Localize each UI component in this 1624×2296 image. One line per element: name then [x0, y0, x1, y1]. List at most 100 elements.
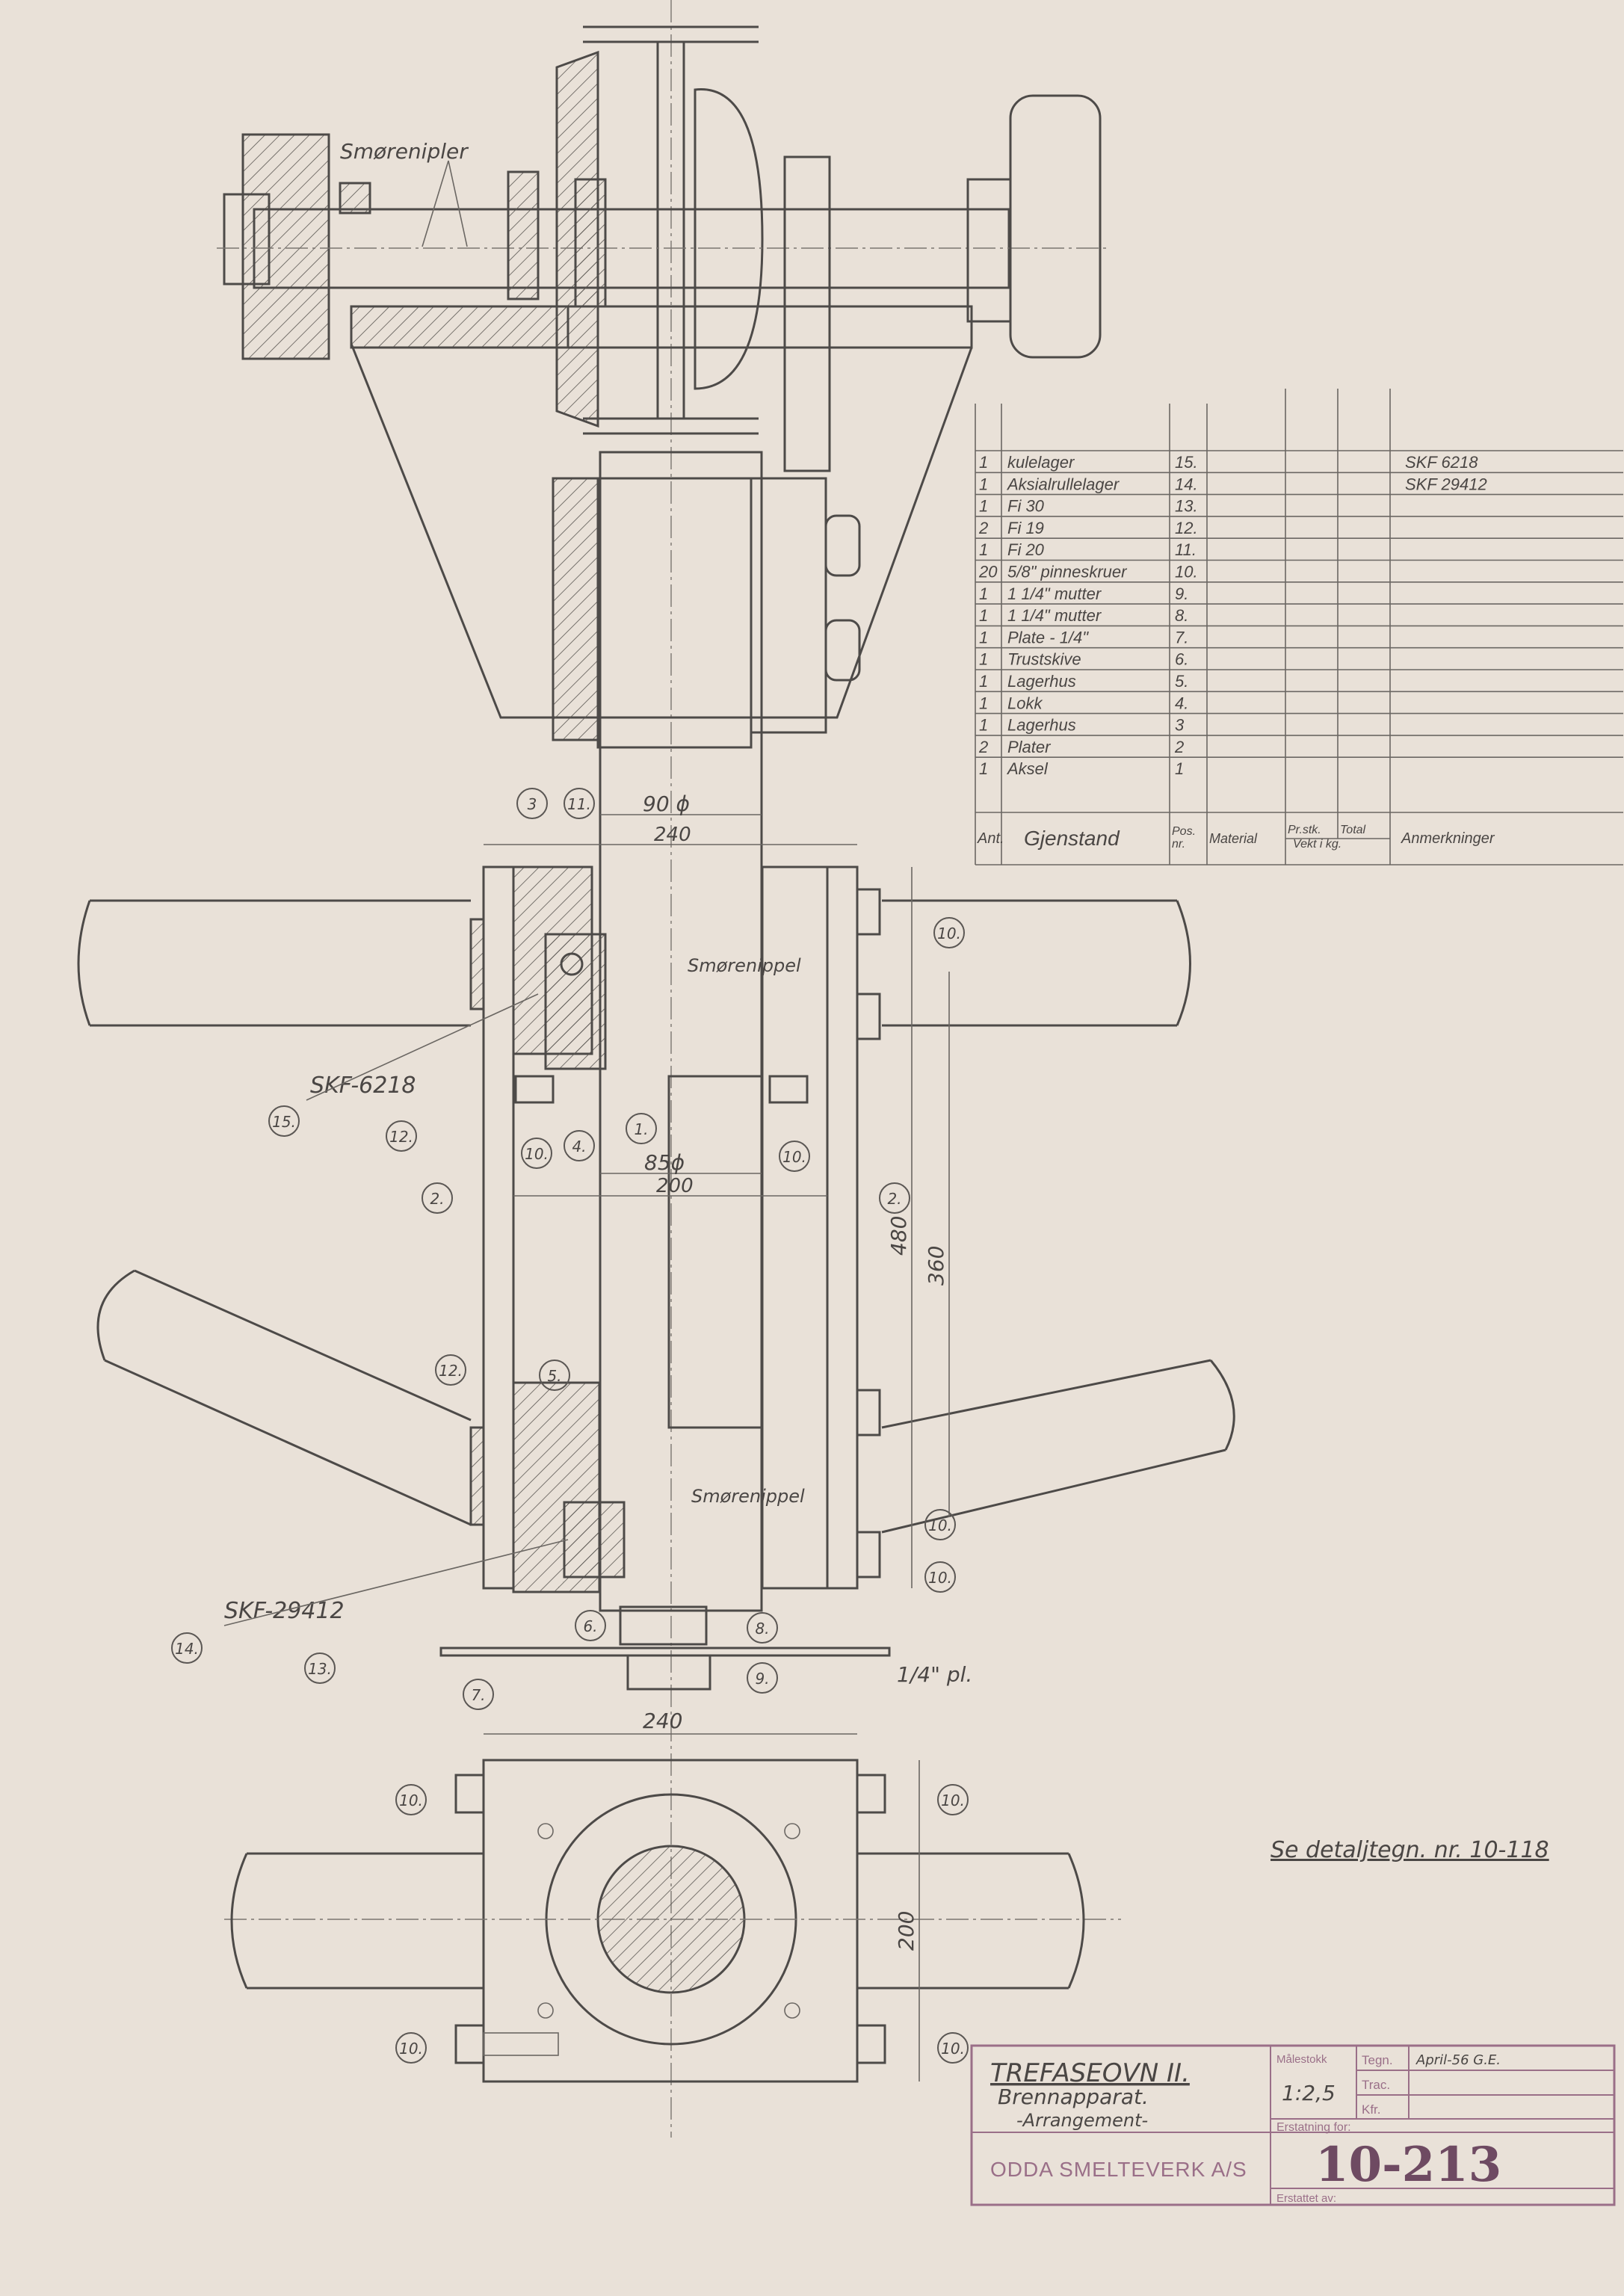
balloon-circle — [564, 788, 595, 819]
balloon-label: 9. — [755, 1670, 769, 1688]
traced-label: Trac. — [1362, 2078, 1390, 2092]
detail-reference: Se detaljtegn. nr. 10-118 — [1271, 1837, 1549, 1863]
parts-item: Fi 30 — [1007, 497, 1045, 516]
balloon-circle — [395, 2032, 427, 2064]
parts-qty: 1 — [979, 606, 988, 625]
parts-item: Fi 19 — [1007, 519, 1044, 537]
balloon-circle — [539, 1360, 570, 1391]
hanger-cone — [350, 343, 973, 719]
parts-item: Lagerhus — [1007, 672, 1076, 691]
balloon-label: 11. — [567, 795, 591, 813]
parts-item: kulelager — [1007, 453, 1075, 472]
lower-housing-section: 90 ϕ 240 85ϕ 200 480 360 Smørenippel Smø… — [77, 451, 1235, 1691]
pipe-upper-right — [882, 899, 1191, 1027]
header-weight-total: Total — [1340, 824, 1366, 837]
parts-qty: 1 — [979, 628, 988, 646]
balloon-label: 1. — [634, 1120, 648, 1138]
header-pos: Pos. nr. — [1172, 825, 1197, 851]
balloon-label: 10. — [941, 2040, 965, 2058]
parts-pos: 15. — [1175, 453, 1198, 472]
parts-qty: 2 — [978, 519, 988, 537]
balloon-label: 12. — [439, 1362, 463, 1380]
header-weight-unit: Vekt i kg. — [1293, 838, 1342, 851]
parts-pos: 3 — [1175, 716, 1185, 735]
balloon-label: 8. — [755, 1620, 769, 1638]
parts-remarks: SKF 29412 — [1405, 475, 1487, 493]
drawing-number: 10-213 — [1315, 2137, 1501, 2193]
dim-inner-width: 200 — [656, 1175, 694, 1197]
balloon-label: 10. — [928, 1516, 952, 1534]
parts-item: 1 1/4" mutter — [1007, 606, 1102, 625]
dim-plan-width: 240 — [643, 1709, 682, 1733]
parts-pos: 10. — [1175, 563, 1198, 581]
parts-remarks: SKF 6218 — [1405, 453, 1478, 472]
side-plate-right — [826, 865, 859, 1590]
parts-item: Plater — [1007, 738, 1052, 756]
balloon-label: 10. — [941, 1792, 965, 1809]
company-name: ODDA SMELTEVERK A/S — [990, 2158, 1247, 2181]
header-weight-each: Pr.stk. — [1288, 824, 1321, 837]
parts-pos: 14. — [1175, 475, 1198, 493]
balloon-circle — [521, 1138, 552, 1169]
balloon-circle — [924, 1509, 956, 1540]
parts-qty: 2 — [978, 738, 988, 756]
scale-label: Målestokk — [1276, 2053, 1327, 2066]
header-remarks: Anmerkninger — [1401, 830, 1495, 847]
balloon-label: 10. — [937, 925, 961, 942]
parts-item: 1 1/4" mutter — [1007, 584, 1102, 603]
parts-pos: 6. — [1175, 650, 1188, 669]
parts-qty: 1 — [979, 716, 988, 735]
header-material: Material — [1209, 830, 1258, 846]
balloon-circle — [779, 1141, 810, 1172]
scale-value: 1:2,5 — [1282, 2081, 1336, 2105]
side-plate-left — [482, 865, 515, 1590]
parts-qty: 1 — [979, 497, 988, 516]
drawn-label: Tegn. — [1362, 2053, 1393, 2067]
parts-list-header: Ant. Gjenstand Pos. nr. Material Pr.stk.… — [978, 812, 1495, 865]
replaces-label: Erstatning for: — [1276, 2121, 1351, 2134]
parts-item: Aksialrullelager — [1006, 475, 1120, 493]
parts-item: Plate - 1/4" — [1007, 628, 1089, 646]
lubrication-nipple-lower-label: Smørenippel — [691, 1486, 805, 1507]
balloon-label: 10. — [399, 2040, 423, 2058]
balloon-circle — [937, 2032, 969, 2064]
parts-item: Trustskive — [1007, 650, 1081, 669]
balloon-label: 2. — [430, 1190, 444, 1208]
parts-pos: 2 — [1174, 738, 1184, 756]
parts-pos: 7. — [1175, 628, 1188, 646]
parts-pos: 5. — [1175, 672, 1188, 691]
parts-pos: 11. — [1175, 540, 1197, 559]
drawn-value: April-56 G.E. — [1415, 2052, 1501, 2068]
parts-qty: 1 — [979, 694, 988, 712]
header-weight: Pr.stk. Total Vekt i kg. — [1285, 812, 1390, 865]
balloon-label: 2. — [887, 1190, 901, 1208]
balloon-circle — [268, 1105, 300, 1137]
balloon-label: 5. — [547, 1367, 561, 1385]
balloon-circle — [879, 1182, 910, 1214]
balloon-circle — [304, 1652, 336, 1684]
parts-qty: 1 — [979, 759, 988, 778]
balloon-label: 10. — [399, 1792, 423, 1809]
drawing-title: TREFASEOVN II. — [990, 2058, 1190, 2088]
balloon-label: 3 — [528, 795, 537, 813]
title-block: TREFASEOVN II. Brennapparat. -Arrangemen… — [970, 2044, 1616, 2206]
balloon-circle — [386, 1120, 417, 1152]
top-trolley-section: Smørenipler — [217, 0, 1106, 2138]
bottom-plate — [439, 1647, 891, 1657]
dim-height-inner: 360 — [924, 1246, 948, 1286]
parts-item: Lokk — [1007, 694, 1043, 712]
parts-pos: 13. — [1175, 497, 1198, 516]
balloon-label: 13. — [308, 1660, 332, 1678]
parts-qty: 1 — [979, 540, 988, 559]
parts-qty: 20 — [978, 563, 998, 581]
balloon-label: 10. — [928, 1569, 952, 1587]
balloon-label: 4. — [572, 1138, 586, 1155]
counter-wheel — [1009, 94, 1102, 359]
balloon-circle — [626, 1113, 657, 1144]
vertical-shaft — [599, 451, 763, 1612]
parts-pos: 12. — [1175, 519, 1198, 537]
i-beam-rail — [583, 25, 759, 435]
drawing-subtitle-2: -Arrangement- — [1016, 2110, 1148, 2131]
